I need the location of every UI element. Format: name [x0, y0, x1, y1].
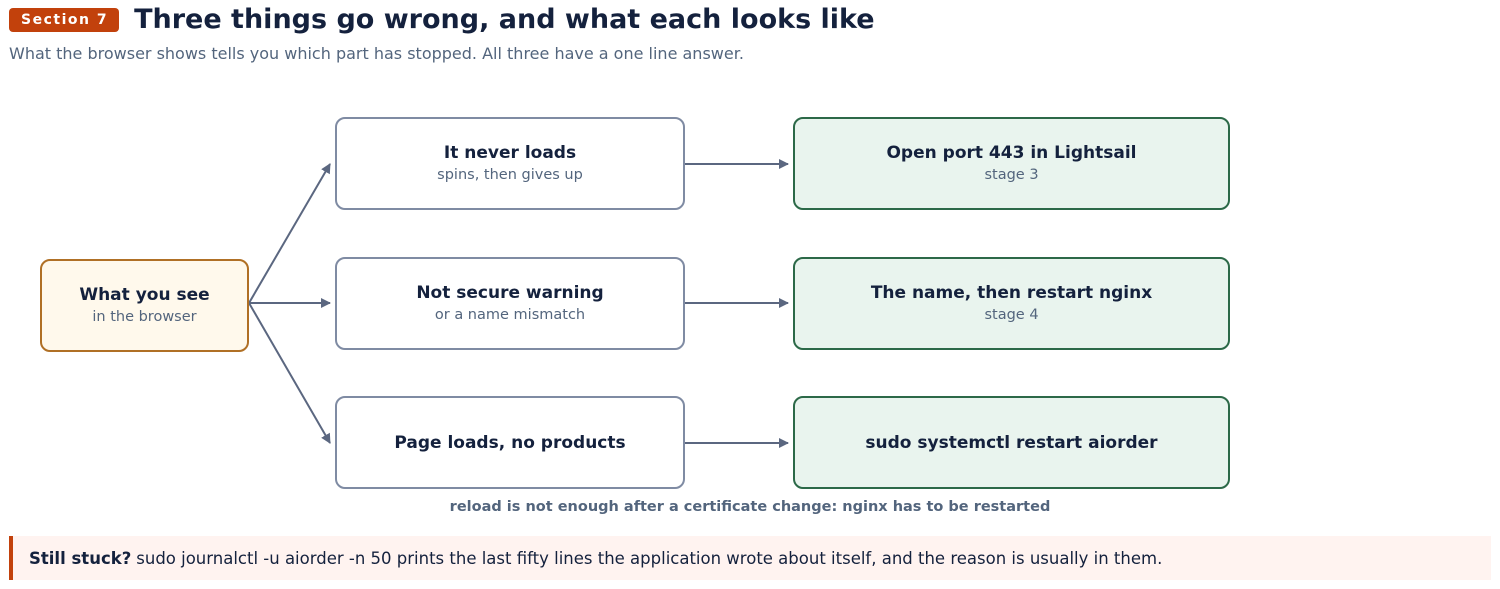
- callout-lead: Still stuck?: [29, 548, 132, 568]
- fix-detail: stage 3: [984, 167, 1039, 183]
- section-header: Section 7 Three things go wrong, and wha…: [9, 4, 875, 36]
- fix-node-2: The name, then restart nginx stage 4: [793, 257, 1230, 350]
- symptom-node-1: It never loads spins, then gives up: [335, 117, 685, 210]
- page-title: Three things go wrong, and what each loo…: [134, 4, 875, 35]
- start-node-title: What you see: [79, 285, 210, 305]
- symptom-title: Page loads, no products: [394, 432, 626, 453]
- start-node-subtitle: in the browser: [92, 309, 197, 325]
- fix-detail: stage 4: [984, 307, 1039, 323]
- callout-text: sudo journalctl -u aiorder -n 50 prints …: [136, 548, 1163, 568]
- symptom-title: It never loads: [443, 143, 577, 163]
- fix-node-3: sudo systemctl restart aiorder: [793, 396, 1230, 489]
- still-stuck-callout: Still stuck? sudo journalctl -u aiorder …: [9, 536, 1491, 580]
- symptom-detail: spins, then gives up: [437, 167, 583, 183]
- symptom-detail: or a name mismatch: [434, 307, 586, 323]
- fix-title: sudo systemctl restart aiorder: [865, 432, 1158, 453]
- diagram-note: reload is not enough after a certificate…: [449, 499, 1051, 515]
- fix-title: Open port 443 in Lightsail: [886, 143, 1137, 163]
- page-subtitle: What the browser shows tells you which p…: [9, 44, 744, 63]
- symptom-node-2: Not secure warning or a name mismatch: [335, 257, 685, 350]
- arrow-start-to-symptom-1: [248, 163, 331, 304]
- symptom-node-3: Page loads, no products: [335, 396, 685, 489]
- arrow-start-to-symptom-3: [248, 302, 331, 444]
- fix-node-1: Open port 443 in Lightsail stage 3: [793, 117, 1230, 210]
- start-node: What you see in the browser: [40, 259, 249, 352]
- symptom-title: Not secure warning: [416, 283, 604, 303]
- fix-title: The name, then restart nginx: [870, 283, 1153, 303]
- section-badge: Section 7: [9, 8, 120, 32]
